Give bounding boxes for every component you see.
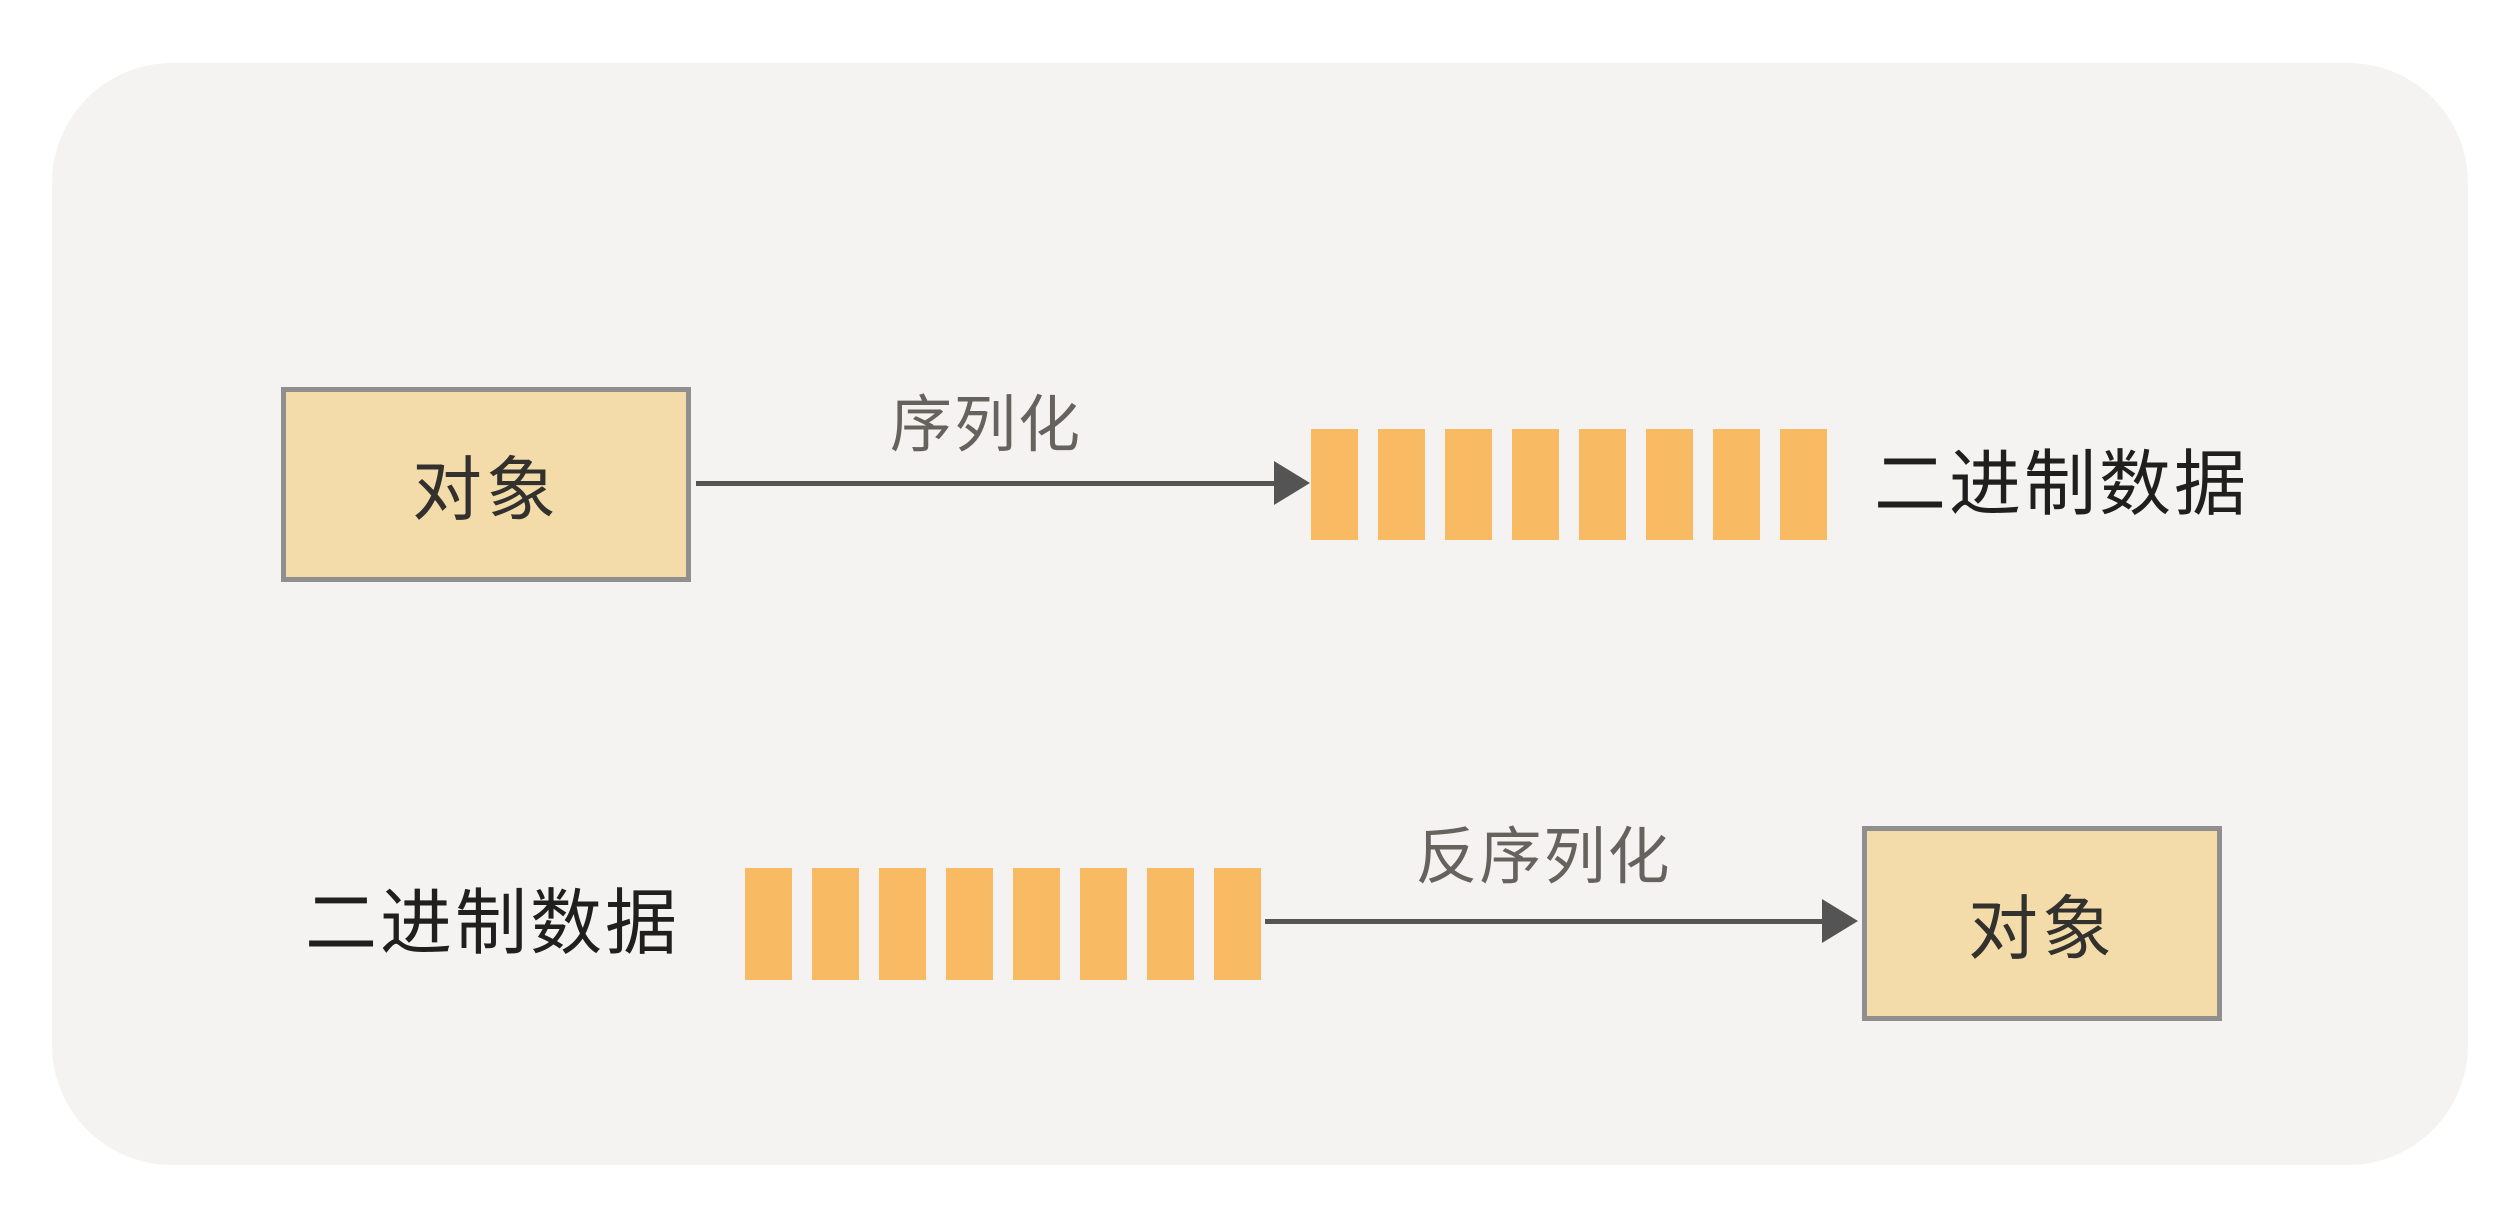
binary-bar [1311, 429, 1358, 540]
binary-data-label-bottom: 二进制数据 [305, 884, 681, 964]
binary-bar [1713, 429, 1760, 540]
serialize-arrow-line [696, 481, 1276, 486]
object-box-top-label: 对象 [412, 451, 560, 529]
binary-bar [1378, 429, 1425, 540]
binary-bar [812, 868, 859, 980]
deserialize-arrow-line [1265, 919, 1822, 924]
binary-bar [1214, 868, 1261, 980]
binary-bar [1080, 868, 1127, 980]
serialize-arrow-label: 序列化 [889, 391, 1082, 460]
binary-bar [1512, 429, 1559, 540]
binary-bar [745, 868, 792, 980]
binary-data-label-top: 二进制数据 [1874, 445, 2250, 525]
binary-bars-bottom [745, 868, 1261, 980]
deserialize-arrowhead-icon [1822, 899, 1858, 943]
binary-bar [1579, 429, 1626, 540]
diagram-panel: 对象 序列化 二进制数据 二进制数据 反序列化 对象 [52, 63, 2468, 1165]
binary-bar [1147, 868, 1194, 980]
binary-bars-top [1311, 429, 1827, 540]
binary-bar [1013, 868, 1060, 980]
binary-bar [879, 868, 926, 980]
object-box-bottom: 对象 [1862, 826, 2222, 1021]
binary-bar [946, 868, 993, 980]
deserialize-arrow-label: 反序列化 [1415, 823, 1672, 892]
binary-bar [1445, 429, 1492, 540]
binary-bar [1646, 429, 1693, 540]
serialize-arrowhead-icon [1274, 461, 1310, 505]
object-box-top: 对象 [281, 387, 691, 582]
object-box-bottom-label: 对象 [1968, 890, 2116, 968]
binary-bar [1780, 429, 1827, 540]
